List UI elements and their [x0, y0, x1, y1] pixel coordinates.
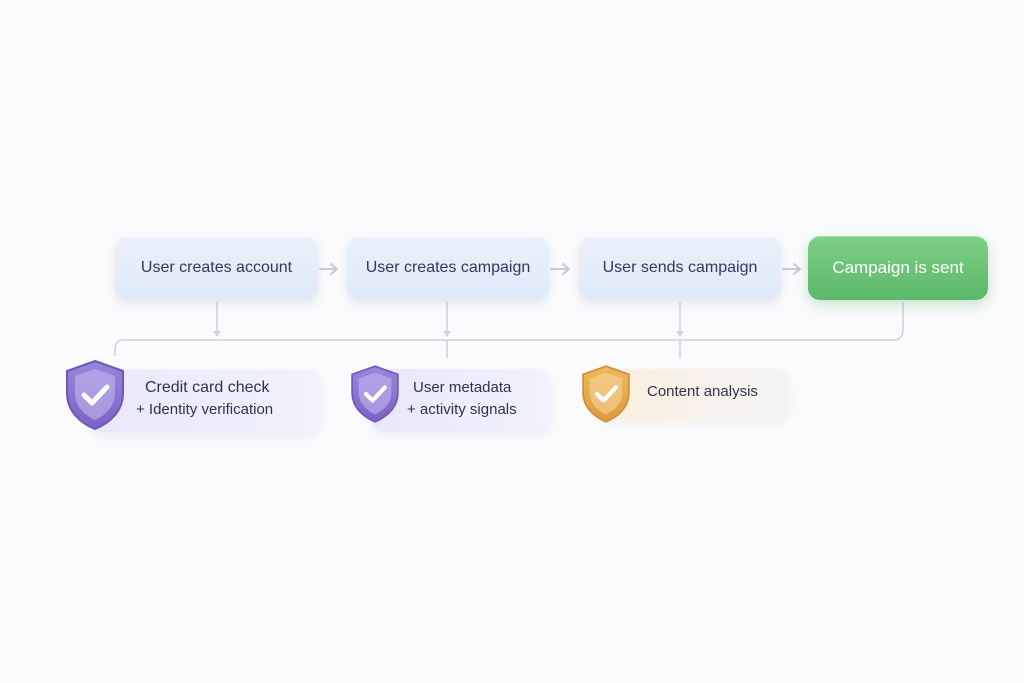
check-card-content-analysis — [600, 369, 789, 419]
step-label: User creates account — [140, 259, 293, 276]
step-user-creates-campaign: User creates campaign — [347, 236, 549, 300]
arrowhead-step2-step3 — [562, 263, 570, 275]
check-text-user-metadata: User metadata + activity signals — [407, 377, 517, 421]
bus-line — [114, 302, 904, 356]
step-user-creates-account: User creates account — [115, 236, 318, 300]
step-label: Campaign is sent — [832, 258, 964, 277]
check-text-credit-card: Credit card check + Identity verificatio… — [136, 377, 273, 421]
shield-check-icon — [351, 365, 399, 423]
check-line1: Content analysis — [647, 383, 758, 400]
check-line1: User metadata — [413, 379, 512, 396]
check-line2: + activity signals — [407, 401, 517, 418]
check-card-user-metadata — [372, 369, 549, 431]
shield-check-icon — [582, 365, 630, 423]
step-label: User sends campaign — [602, 259, 758, 276]
check-text-content-analysis: Content analysis — [647, 381, 758, 403]
check-card-credit-card — [90, 370, 320, 432]
step-user-sends-campaign: User sends campaign — [579, 236, 781, 300]
step-campaign-is-sent: Campaign is sent — [808, 236, 988, 300]
arrowhead-step3-step4 — [793, 263, 801, 275]
arrowhead-drop-step3 — [676, 331, 684, 337]
step-label: User creates campaign — [365, 259, 531, 276]
check-line2: + Identity verification — [136, 401, 274, 418]
check-line1: Credit card check — [145, 379, 270, 396]
shield-check-icon — [66, 359, 124, 431]
arrowhead-drop-step2 — [443, 331, 451, 337]
arrowhead-drop-step1 — [213, 331, 221, 337]
arrowhead-step1-step2 — [330, 263, 338, 275]
